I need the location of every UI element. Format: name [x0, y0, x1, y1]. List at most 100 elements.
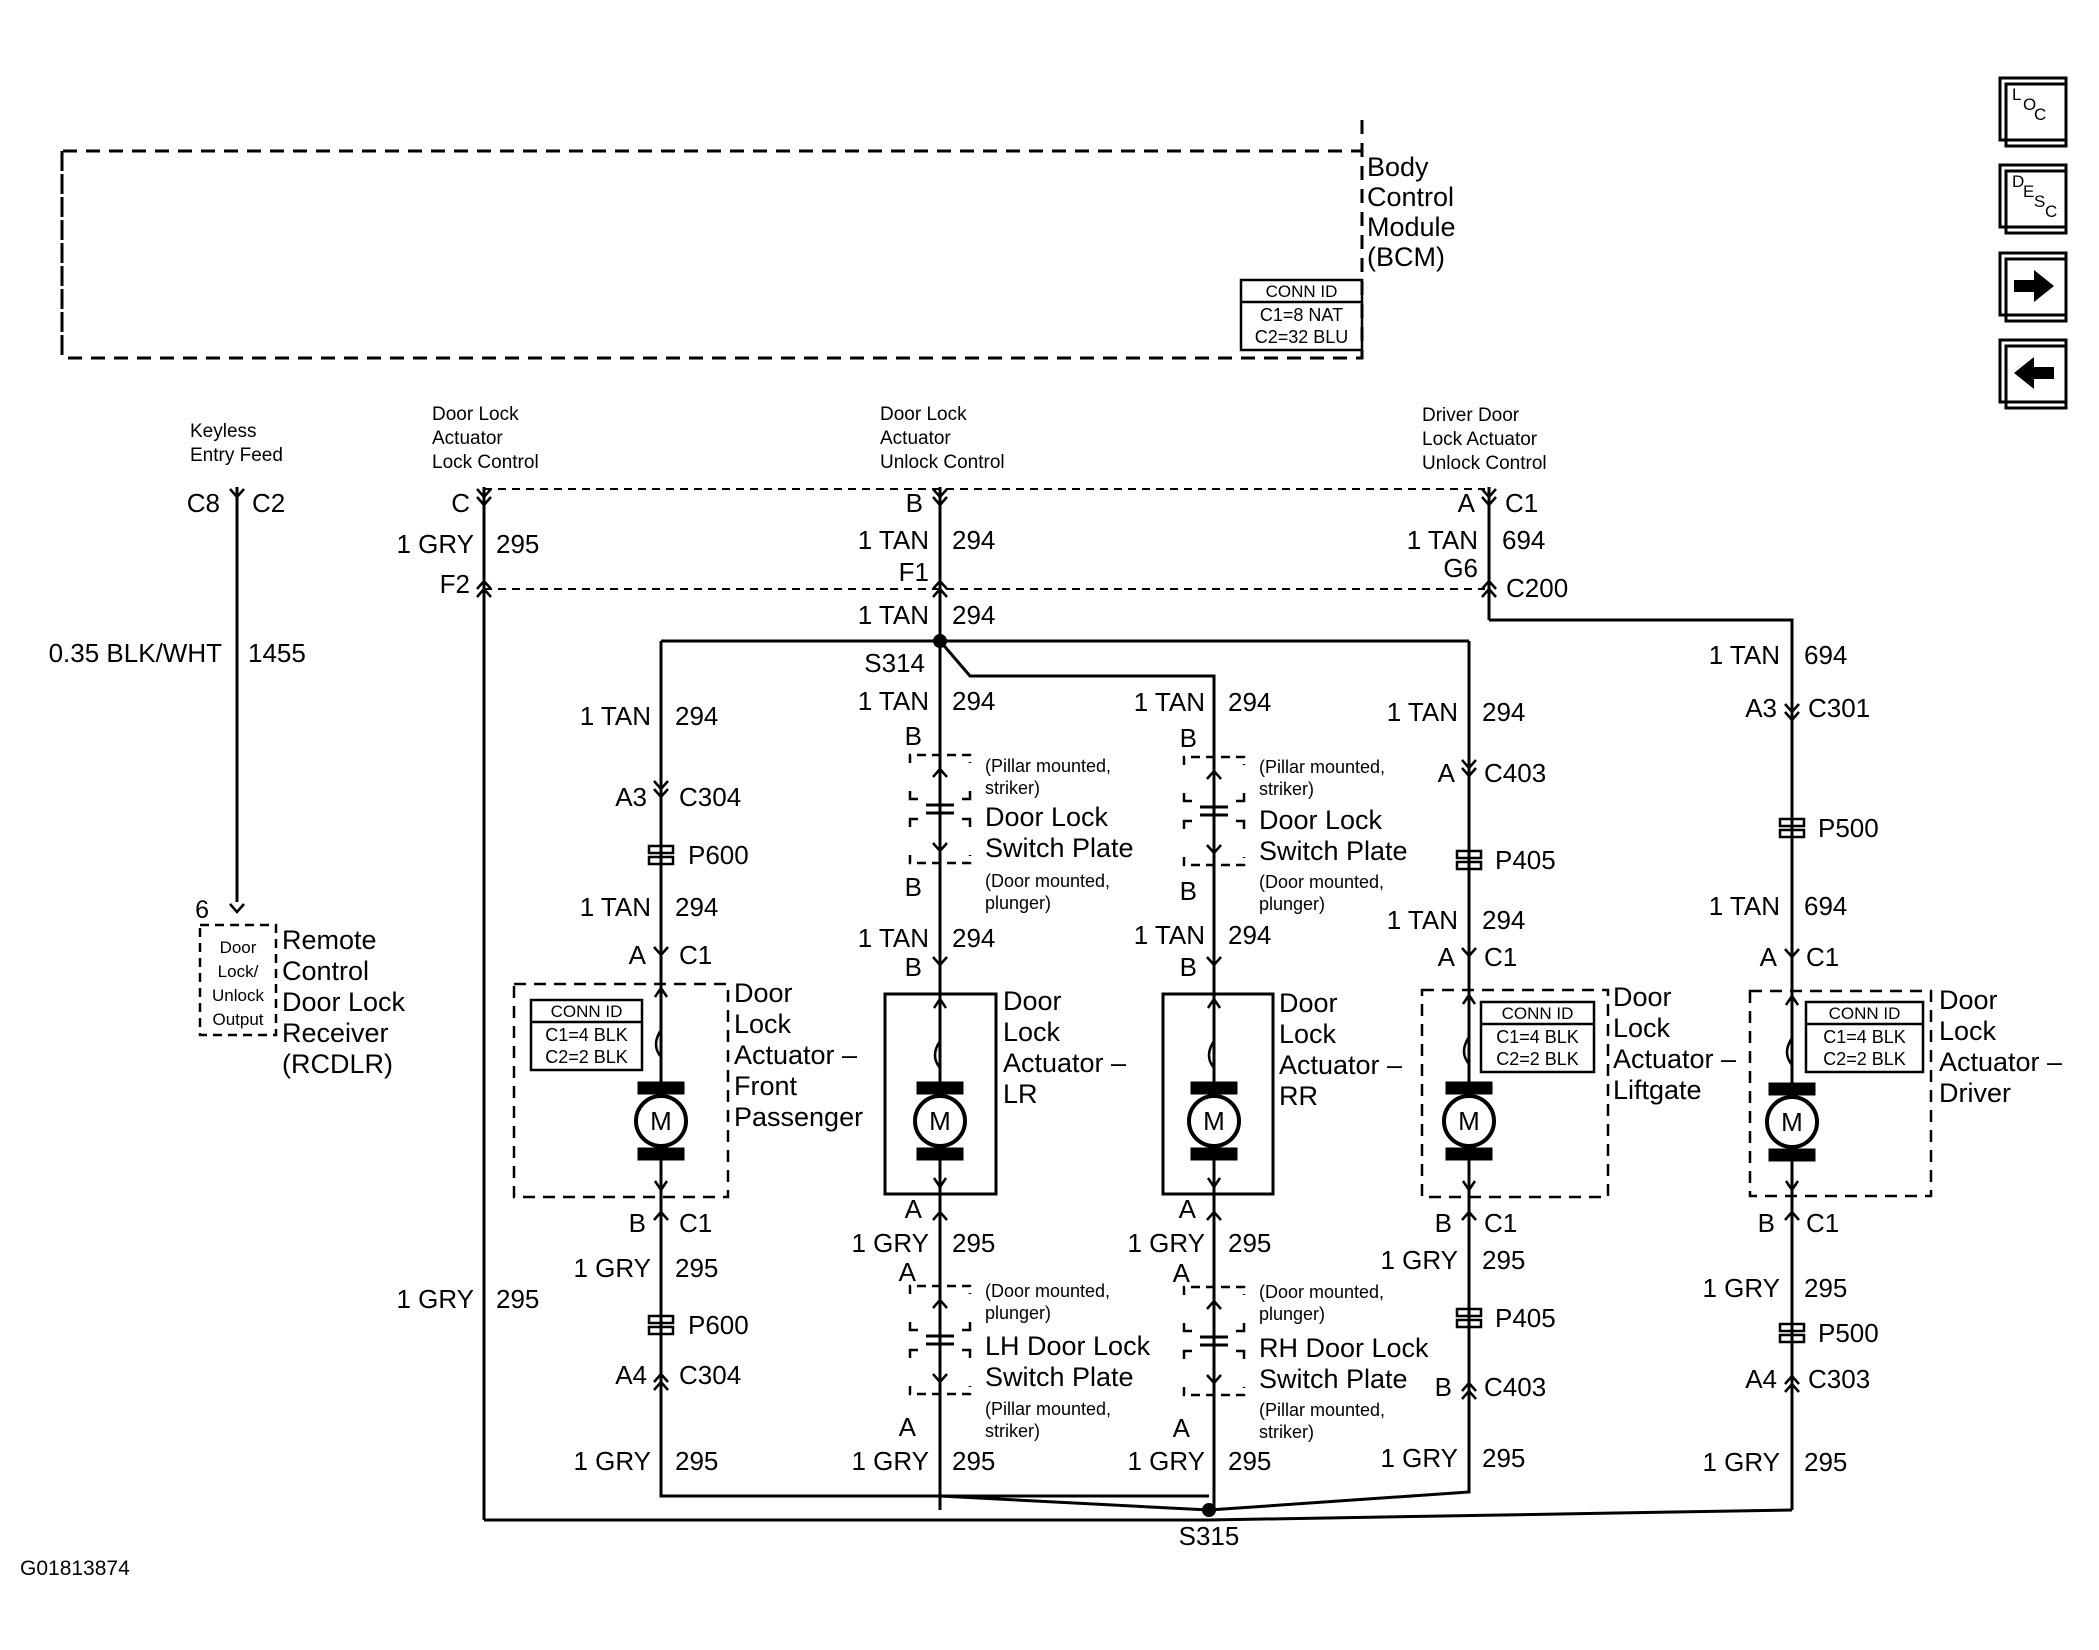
motor-brush: [916, 1147, 964, 1161]
connector-chevron: [1481, 579, 1497, 590]
connector-chevron: [1784, 948, 1800, 959]
loc-icon: LOC: [2012, 85, 2046, 124]
label-lr-circ4: 295: [952, 1446, 995, 1476]
motor-label: M: [929, 1106, 951, 1136]
switch-plate-bracket: [908, 1284, 972, 1294]
label-dv-wire3: 1 GRY: [1702, 1273, 1780, 1303]
label-rr-circ3: 295: [1228, 1228, 1271, 1258]
label-rr-b1: B: [1180, 723, 1197, 753]
label-dv-p500: P500: [1818, 813, 1879, 843]
actuator-front-passenger-label: Actuator –: [734, 1040, 857, 1070]
actuator-liftgate-label: Liftgate: [1613, 1075, 1702, 1105]
connector-chevron: [1461, 1210, 1477, 1221]
inline-connector: [647, 855, 675, 866]
connector-chevron: [653, 946, 669, 957]
label-ul-wire: 1 TAN: [858, 525, 929, 555]
door-mounted-note: (Door mounted,: [985, 871, 1110, 891]
label-lg-wire3: 1 GRY: [1380, 1245, 1458, 1275]
pillar-mounted-note: (Pillar mounted,: [1259, 1400, 1385, 1420]
nav-button-frame: [1998, 163, 2068, 229]
connector-chevron: [229, 488, 245, 499]
arrow-left-shape: [2014, 357, 2054, 389]
switch-plate-bracket: [962, 1348, 972, 1358]
label-gnd-circ: 295: [496, 1284, 539, 1314]
label-lg-circ4: 295: [1482, 1443, 1525, 1473]
label-lr-wire1: 1 TAN: [858, 686, 929, 716]
switch-plate-bracket: [1182, 1323, 1192, 1333]
label-lr-wire3: 1 GRY: [851, 1228, 929, 1258]
output-label-lock: Door Lock: [432, 404, 519, 425]
label-dv-c301: C301: [1808, 693, 1870, 723]
actuator-front-passenger-label: Passenger: [734, 1102, 863, 1132]
switch-plate-bracket: [1236, 819, 1246, 829]
actuator-conn-id: [529, 998, 644, 1072]
switch-plate-bracket: [908, 753, 972, 763]
actuator-driver-box: [1748, 989, 1933, 1198]
motor-brush: [1768, 1082, 1816, 1096]
next-button[interactable]: [1998, 251, 2068, 323]
switch-plate-bracket: [962, 791, 972, 801]
pillar-mounted-note: striker): [1259, 779, 1314, 799]
label-fp-circ1: 294: [675, 701, 718, 731]
module-name: Control: [1367, 182, 1454, 212]
actuator-liftgate-box: [1420, 988, 1610, 1199]
receiver-box-label: Unlock: [212, 986, 264, 1005]
motor-label: M: [1781, 1107, 1803, 1137]
connector-chevron: [476, 587, 492, 598]
label-rr-a1: A: [1179, 1194, 1197, 1224]
actuator-lr-label: Actuator –: [1003, 1048, 1126, 1078]
label-lr-a1: A: [905, 1194, 923, 1224]
door-mounted-note: plunger): [985, 893, 1051, 913]
connector-chevron: [932, 956, 948, 967]
label-lg-wire4: 1 GRY: [1380, 1443, 1458, 1473]
label-lk-pin: C: [451, 488, 470, 518]
connector-chevron: [1206, 1374, 1222, 1385]
label-lr-wire2: 1 TAN: [858, 923, 929, 953]
door-mounted-note: plunger): [1259, 894, 1325, 914]
nav-button-shadow: [2004, 344, 2068, 410]
conn-id-row: C2=2 BLK: [1823, 1049, 1906, 1069]
switch-plate-bracket: [908, 1386, 972, 1396]
output-label-unlock: Actuator: [880, 428, 951, 449]
label-lr-b2: B: [905, 872, 922, 902]
connector-chevron: [653, 788, 669, 799]
conn-id-title: CONN ID: [551, 1002, 623, 1021]
label-lr-b3: B: [905, 952, 922, 982]
label-rr-wire3: 1 GRY: [1127, 1228, 1205, 1258]
connector-chevron: [1481, 488, 1497, 499]
label-ul-circ: 294: [952, 525, 995, 555]
label-lg-wire2: 1 TAN: [1387, 905, 1458, 935]
motor-brush: [1190, 1147, 1238, 1161]
label-rr-wire2: 1 TAN: [1134, 920, 1205, 950]
switch-plate-label: RH Door Lock: [1259, 1333, 1429, 1363]
label-gnd-wire: 1 GRY: [396, 1284, 474, 1314]
label-ul-wire2: 1 TAN: [858, 600, 929, 630]
receiver-box-label: Lock/: [218, 962, 259, 981]
wire-294-rr: [938, 640, 1216, 730]
switch-plate-bracket: [1182, 1349, 1192, 1359]
actuator-lr-box: [883, 992, 998, 1196]
conn-id-row: C2=32 BLU: [1255, 327, 1349, 347]
label-dv-a4: A4: [1745, 1364, 1777, 1394]
label-rr-wire4: 1 GRY: [1127, 1446, 1205, 1476]
switch-plate-bracket: [1182, 1285, 1246, 1295]
switch-plate-bracket: [908, 1348, 918, 1358]
module-name: Body: [1367, 152, 1429, 182]
actuator-arrow: [932, 1177, 948, 1190]
actuator-arrow: [1206, 1177, 1222, 1190]
connector-chevron: [476, 579, 492, 590]
inline-connector: [1455, 849, 1483, 860]
connector-chevron: [1461, 767, 1477, 778]
label-rr-circ2: 294: [1228, 920, 1271, 950]
actuator-front-passenger-label: Front: [734, 1071, 798, 1101]
label-fp-circ2: 294: [675, 892, 718, 922]
loc-button[interactable]: LOC: [1998, 76, 2068, 148]
output-label-lock: Lock Control: [432, 452, 539, 473]
label-fp-a3: A3: [615, 782, 647, 812]
connector-chevron: [229, 903, 245, 914]
conn-id-title: CONN ID: [1266, 282, 1338, 301]
previous-button[interactable]: [1998, 338, 2068, 410]
motor-label: M: [1458, 1106, 1480, 1136]
connector-chevron: [1481, 496, 1497, 507]
